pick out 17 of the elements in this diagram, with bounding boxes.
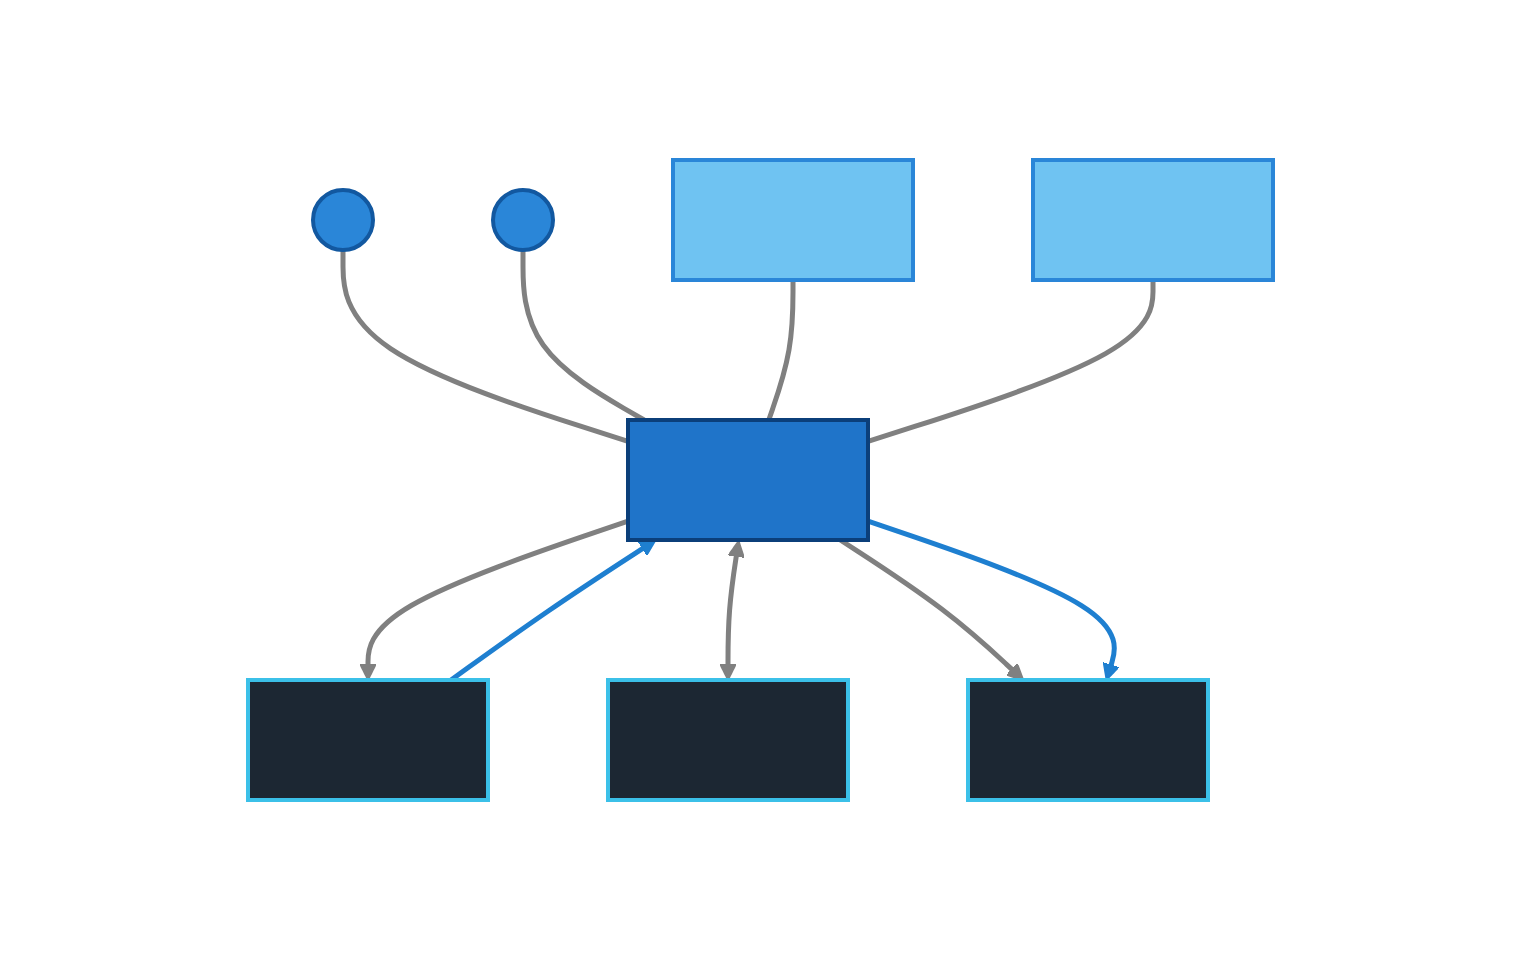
node-box: [245, 678, 490, 802]
connector: [765, 280, 795, 421]
node-box: [1030, 158, 1275, 282]
arrow: [838, 537, 1024, 681]
connector: [520, 250, 645, 423]
node-box: [625, 418, 870, 542]
node-box: [605, 678, 850, 802]
node-box: [965, 678, 1210, 802]
arrow: [449, 539, 656, 683]
node-circle: [310, 188, 375, 252]
connector: [866, 280, 1155, 444]
arrow: [358, 518, 629, 681]
node-box: [670, 158, 915, 282]
arrow: [866, 518, 1120, 681]
arrow: [718, 540, 745, 681]
node-circle: [490, 188, 555, 252]
connector: [340, 250, 629, 444]
